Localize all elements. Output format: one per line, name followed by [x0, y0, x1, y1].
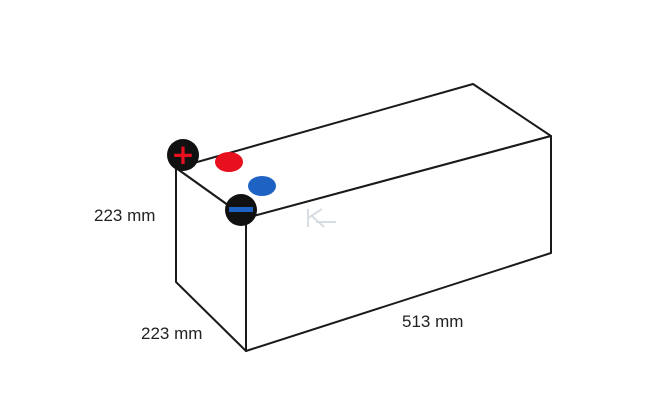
minus-icon: [229, 207, 253, 212]
length-dimension-label: 513 mm: [402, 312, 464, 331]
positive-terminal-cap: [215, 152, 243, 172]
negative-terminal-cap: [248, 176, 276, 196]
plus-icon: +: [171, 138, 194, 171]
height-dimension-label: 223 mm: [94, 206, 156, 225]
watermark-logo: [307, 208, 336, 228]
positive-badge: +: [167, 138, 199, 171]
battery-front-face: [245, 135, 552, 352]
depth-dimension-label: 223 mm: [141, 324, 203, 343]
negative-badge: [225, 194, 257, 226]
